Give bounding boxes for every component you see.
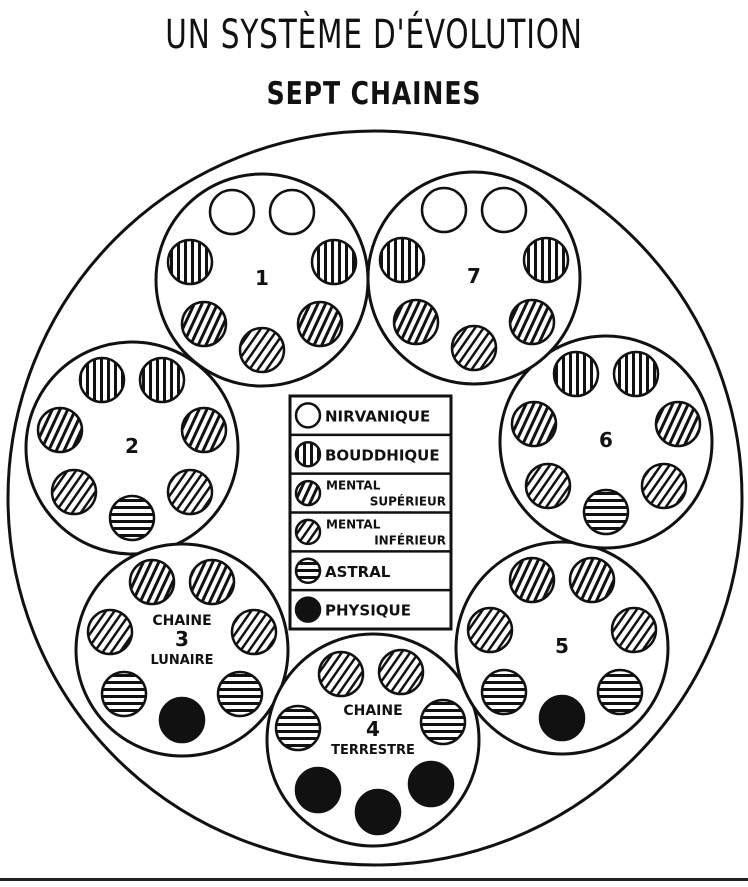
planet-astral [419,698,467,746]
chain-number: 2 [125,434,139,458]
legend-item-physique: PHYSIQUE [290,588,451,623]
chain-caption: CHAINE [152,613,211,629]
planet-bouddhique [378,236,426,284]
planet-astral [582,488,630,536]
planet-mental-sup [568,556,616,604]
chain-7: 7 [366,170,582,386]
planet-mental-inf [450,324,498,372]
planet-mental-sup [296,300,344,348]
planet-bouddhique [612,350,660,398]
bottom-rule [0,878,748,881]
planet-nirvanique [480,186,528,234]
legend-label: SUPÉRIEUR [370,494,446,509]
planet-mental-inf [238,326,286,374]
planet-mental-inf [377,648,425,696]
planet-astral [596,668,644,716]
chain-number: 6 [599,428,613,452]
planet-astral [480,668,528,716]
planet-mental-sup [188,558,236,606]
legend-label: PHYSIQUE [325,602,411,620]
planet-mental-sup [510,400,558,448]
legend-swatch-icon [294,596,322,623]
planet-astral [100,670,148,718]
legend-label: BOUDDHIQUE [325,446,440,464]
chain-number: 3 [175,627,189,651]
planet-mental-inf [86,608,134,656]
legend-swatch-icon [294,402,322,429]
planet-bouddhique [310,238,358,286]
planet-mental-sup [36,406,84,454]
chain-5: 5 [454,540,670,756]
diagram-subtitle: SEPT CHAINES [266,76,482,112]
legend-label: ASTRAL [325,563,391,581]
chain-caption: CHAINE [343,703,402,719]
planet-bouddhique [522,236,570,284]
chain-number: 1 [255,266,269,290]
planet-mental-inf [50,468,98,516]
chain-number: 4 [366,717,380,741]
planet-astral [274,704,322,752]
planet-physique [354,788,402,836]
planet-bouddhique [138,356,186,404]
planet-bouddhique [78,356,126,404]
chain-6: 6 [498,334,714,550]
planet-mental-sup [654,400,702,448]
planet-nirvanique [208,188,256,236]
planet-physique [158,696,206,744]
planet-astral [108,494,156,542]
planet-mental-inf [230,608,278,656]
legend-item-astral: ASTRAL [290,550,451,584]
planet-nirvanique [268,188,316,236]
planet-nirvanique [420,186,468,234]
planet-mental-inf [466,606,514,654]
diagram-title: UN SYSTÈME D'ÉVOLUTION [165,12,583,58]
planet-physique [407,760,455,808]
legend-label: MENTAL [326,479,381,493]
legend-label: MENTAL [326,518,381,532]
planet-mental-sup [508,556,556,604]
planet-mental-inf [166,468,214,516]
legend-label: NIRVANIQUE [325,407,430,425]
system-outer-circle [6,129,744,867]
planet-mental-sup [128,558,176,606]
chain-caption: TERRESTRE [331,743,415,758]
planet-astral [216,670,264,718]
legend-item-bouddhique: BOUDDHIQUE [290,433,451,468]
legend-label: INFÉRIEUR [374,533,446,548]
planet-bouddhique [552,350,600,398]
planet-mental-sup [508,298,556,346]
chain-number: 7 [467,264,481,288]
planet-mental-inf [640,462,688,510]
planet-bouddhique [166,238,214,286]
planet-mental-sup [180,406,228,454]
chain-caption: LUNAIRE [150,653,213,668]
planet-mental-inf [610,606,658,654]
planet-mental-sup [180,300,228,348]
chain-number: 5 [555,634,569,658]
chain-1: 1 [154,172,370,388]
legend: NIRVANIQUEBOUDDHIQUEMENTALSUPÉRIEURMENTA… [288,394,453,631]
chain-2: 2 [24,340,240,556]
planet-mental-inf [524,462,572,510]
planet-mental-sup [392,298,440,346]
legend-swatch-icon [294,518,322,546]
legend-swatch-icon [294,479,322,507]
legend-item-nirvanique: NIRVANIQUE [294,402,430,429]
legend-swatch-icon [294,441,322,468]
planet-mental-inf [317,650,365,698]
planet-physique [538,694,586,742]
legend-swatch-icon [294,557,322,584]
planet-physique [294,766,342,814]
